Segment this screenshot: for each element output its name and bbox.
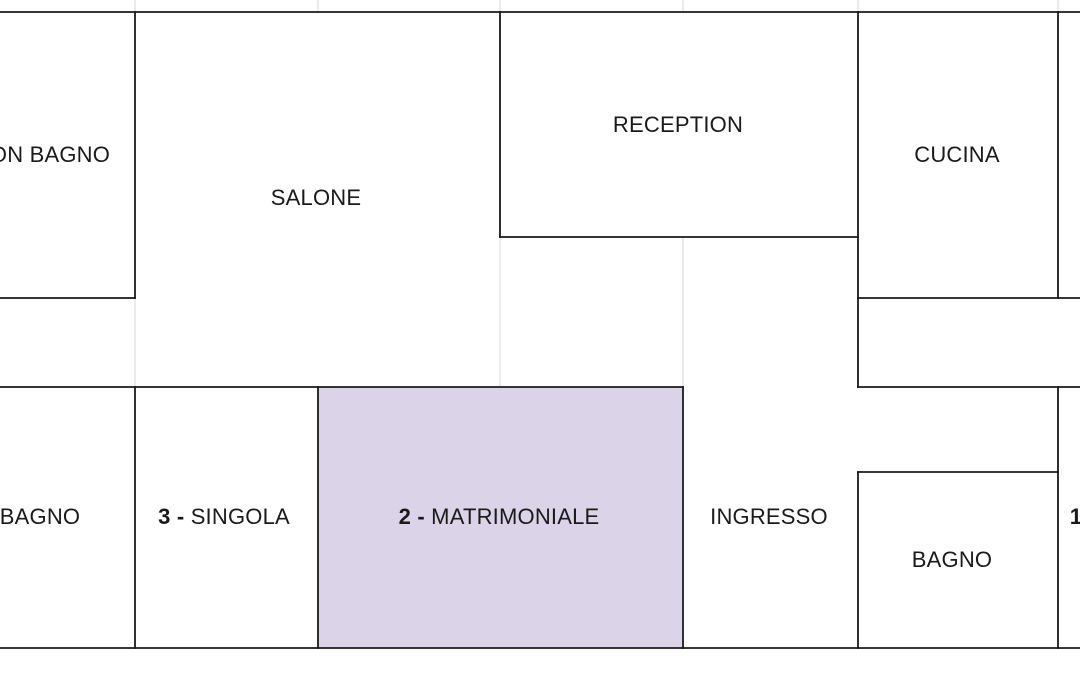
- room-label-ingresso: INGRESSO: [710, 504, 828, 529]
- room-label-salone: SALONE: [270, 185, 362, 210]
- grid-lines: [0, 0, 1059, 387]
- room-label-cucina: CUCINA: [914, 142, 1000, 167]
- room-label-matrimoniale: 2 - MATRIMONIALE: [399, 504, 600, 530]
- room-label-bagno-left: BAGNO: [0, 504, 81, 529]
- room-label-bagno-right: BAGNO: [911, 547, 993, 572]
- room-name: SINGOLA: [190, 504, 290, 529]
- walls: [0, 11, 1080, 649]
- room-name: MATRIMONIALE: [431, 504, 600, 529]
- room-number: 2 -: [398, 504, 425, 529]
- room-label-camera-con-bagno: ON BAGNO: [0, 142, 111, 167]
- room-matrimoniale-fill: [318, 387, 683, 648]
- room-number: 3 -: [158, 504, 185, 529]
- room-label-room-1: 1: [1069, 504, 1080, 529]
- room-label-reception: RECEPTION: [612, 112, 744, 137]
- room-label-singola: 3 - SINGOLA: [158, 504, 290, 530]
